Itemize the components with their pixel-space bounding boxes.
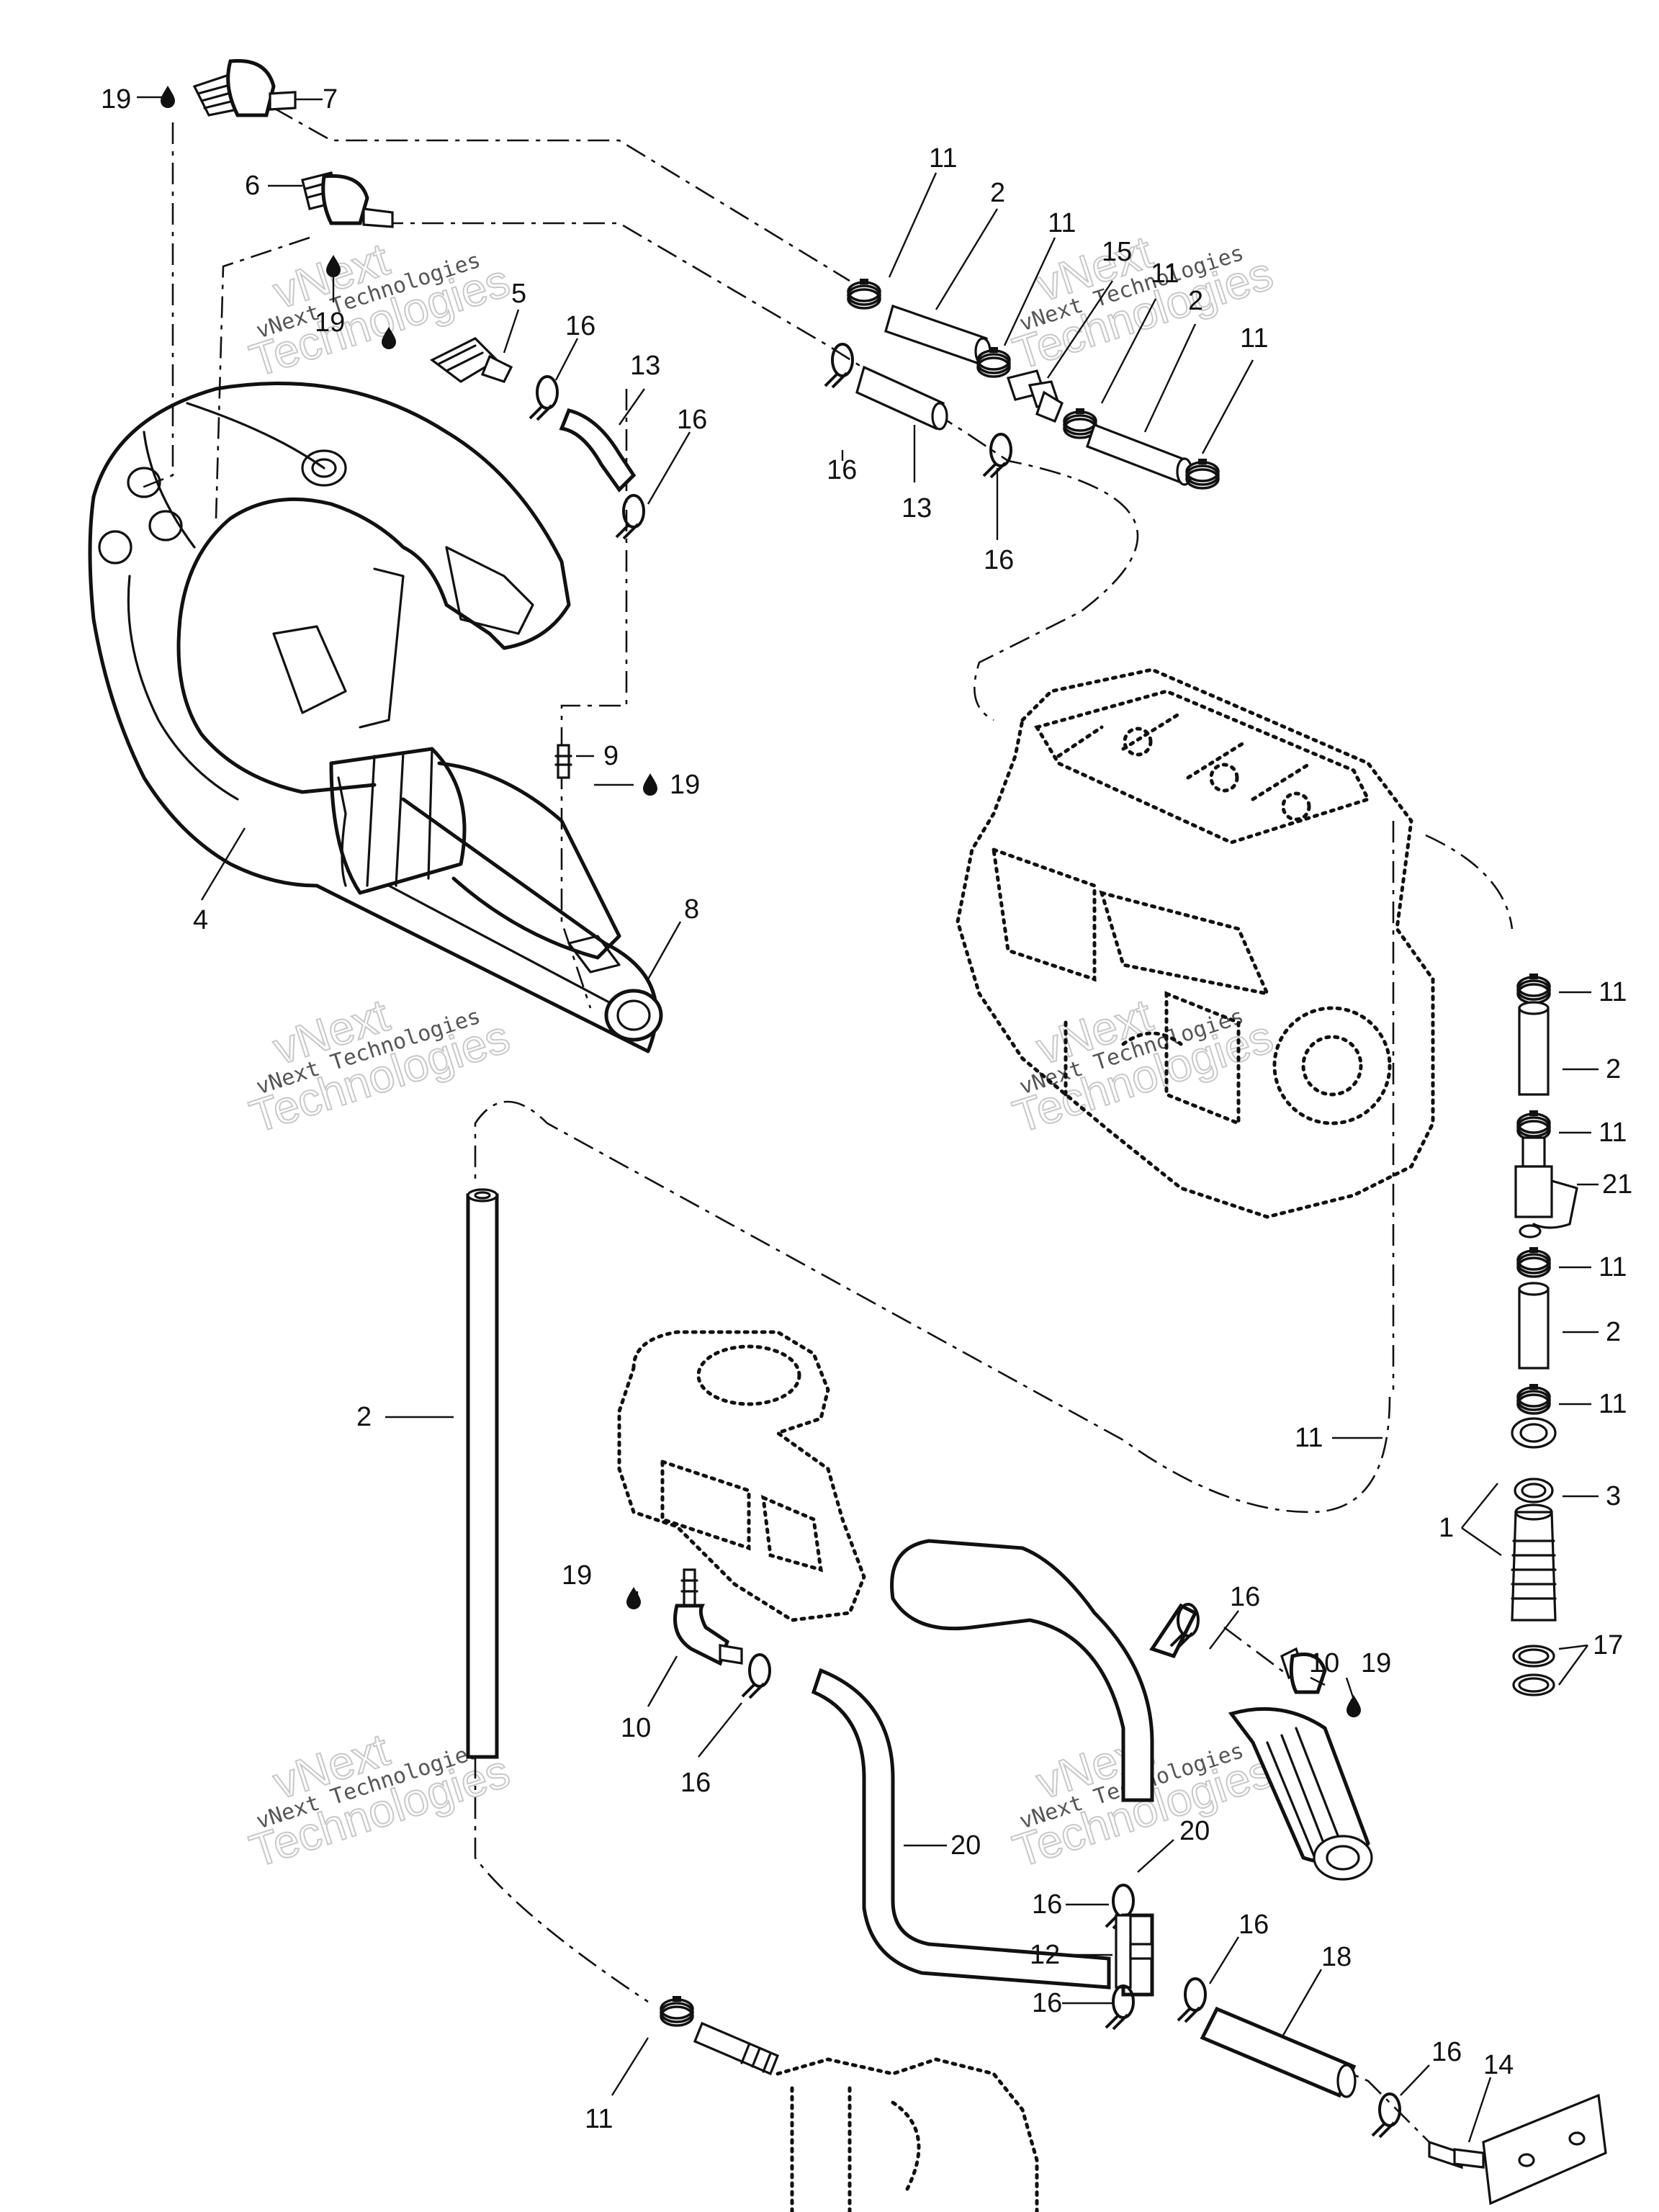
callout-11: 11 <box>1048 208 1076 238</box>
callout-19: 19 <box>101 84 131 114</box>
sealant-drop-icon <box>161 86 175 108</box>
top-fittings <box>192 58 572 779</box>
callout-3: 3 <box>1606 1481 1621 1511</box>
callout-16: 16 <box>565 311 595 341</box>
callout-19: 19 <box>315 307 345 338</box>
callout-11: 11 <box>1240 323 1268 354</box>
callout-16: 16 <box>1032 1988 1062 2018</box>
lower-fittings <box>673 1539 1373 1997</box>
callout-11: 11 <box>1599 1118 1627 1148</box>
sealant-drop-icon <box>643 773 657 796</box>
callout-16: 16 <box>680 1768 711 1798</box>
right-column-parts <box>1511 972 1578 1696</box>
callout-7: 7 <box>323 84 338 114</box>
callout-11: 11 <box>1599 977 1627 1007</box>
callout-19: 19 <box>562 1560 592 1591</box>
callout-15: 15 <box>1102 237 1132 267</box>
callout-2: 2 <box>1606 1054 1621 1084</box>
callout-1: 1 <box>1439 1513 1454 1543</box>
callout-19: 19 <box>1361 1648 1391 1678</box>
callout-11: 11 <box>1295 1423 1323 1453</box>
sealant-drop-icon <box>626 1587 641 1609</box>
callout-16: 16 <box>1230 1582 1260 1612</box>
callout-11: 11 <box>1599 1252 1627 1282</box>
callout-2: 2 <box>990 178 1005 208</box>
callout-16: 16 <box>1238 1910 1269 1940</box>
callout-12: 12 <box>1030 1940 1060 1970</box>
callout-2: 2 <box>1606 1317 1621 1347</box>
callout-8: 8 <box>684 894 699 925</box>
callout-19: 19 <box>670 770 700 800</box>
callout-4: 4 <box>193 905 208 935</box>
callout-9: 9 <box>603 741 619 771</box>
callout-16: 16 <box>1431 2037 1462 2067</box>
callout-14: 14 <box>1483 2050 1514 2080</box>
engine-outline <box>956 667 1435 1219</box>
callout-16: 16 <box>1032 1889 1062 1920</box>
callout-17: 17 <box>1593 1630 1623 1660</box>
exhaust-pipe-part-4 <box>88 382 663 1053</box>
long-hose-part-2 <box>466 1188 499 1759</box>
callout-20: 20 <box>950 1830 981 1861</box>
callout-13: 13 <box>630 351 660 381</box>
callout-16: 16 <box>984 545 1014 575</box>
callout-11: 11 <box>585 2104 613 2134</box>
callout-21: 21 <box>1602 1169 1632 1200</box>
callout-6: 6 <box>245 171 260 201</box>
callout-16: 16 <box>827 455 857 485</box>
callout-18: 18 <box>1321 1942 1352 1972</box>
callout-labels: 19 7 6 19 5 16 13 16 11 2 11 15 11 2 11 … <box>101 84 1632 2134</box>
callout-11: 11 <box>1599 1389 1627 1419</box>
tee-fitting-area <box>1105 1884 1607 2206</box>
callout-13: 13 <box>902 493 932 523</box>
callout-11: 11 <box>929 143 957 174</box>
callout-16: 16 <box>677 405 707 435</box>
callout-2: 2 <box>1188 286 1203 316</box>
callout-2: 2 <box>356 1402 372 1432</box>
upper-hose-assembly <box>529 277 1220 540</box>
pump-housing-outline <box>617 1330 866 1622</box>
bottom-fitting <box>660 1995 1039 2212</box>
callout-11: 11 <box>1151 258 1179 289</box>
leader-lines <box>137 96 1599 2143</box>
callout-10: 10 <box>621 1713 651 1743</box>
callout-5: 5 <box>511 279 526 309</box>
callout-20: 20 <box>1179 1816 1210 1846</box>
callout-10: 10 <box>1309 1648 1339 1678</box>
